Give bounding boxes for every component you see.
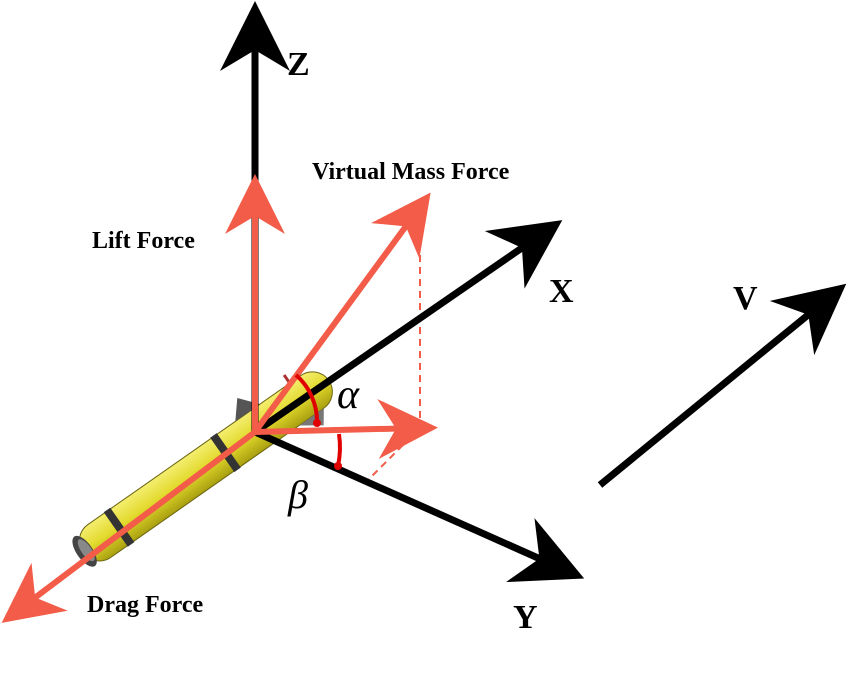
- x-axis-label: X: [549, 273, 574, 310]
- alpha-arc-tip: [313, 419, 321, 427]
- y-axis-arrow: [253, 428, 585, 583]
- horizontal-component-arrow: [254, 399, 438, 460]
- beta-arc: [336, 433, 342, 467]
- virtual-mass-force-arrow: [252, 192, 431, 434]
- alpha-label: α: [337, 372, 360, 418]
- beta-arc-tip: [334, 462, 342, 470]
- beta-label: β: [287, 472, 308, 517]
- alpha-arc: [294, 373, 320, 424]
- x-axis-arrow: [253, 220, 563, 435]
- y-axis-label: Y: [513, 599, 538, 636]
- z-axis-label: Z: [287, 46, 310, 83]
- velocity-arrow: [597, 283, 847, 488]
- virtual-mass-force-label: Virtual Mass Force: [312, 159, 510, 185]
- lift-force-label: Lift Force: [92, 228, 195, 254]
- vmf-projection-diagonal: [367, 427, 421, 481]
- drag-force-label: Drag Force: [87, 592, 204, 618]
- velocity-label: V: [733, 280, 758, 317]
- drag-force-arrow: [1, 429, 257, 623]
